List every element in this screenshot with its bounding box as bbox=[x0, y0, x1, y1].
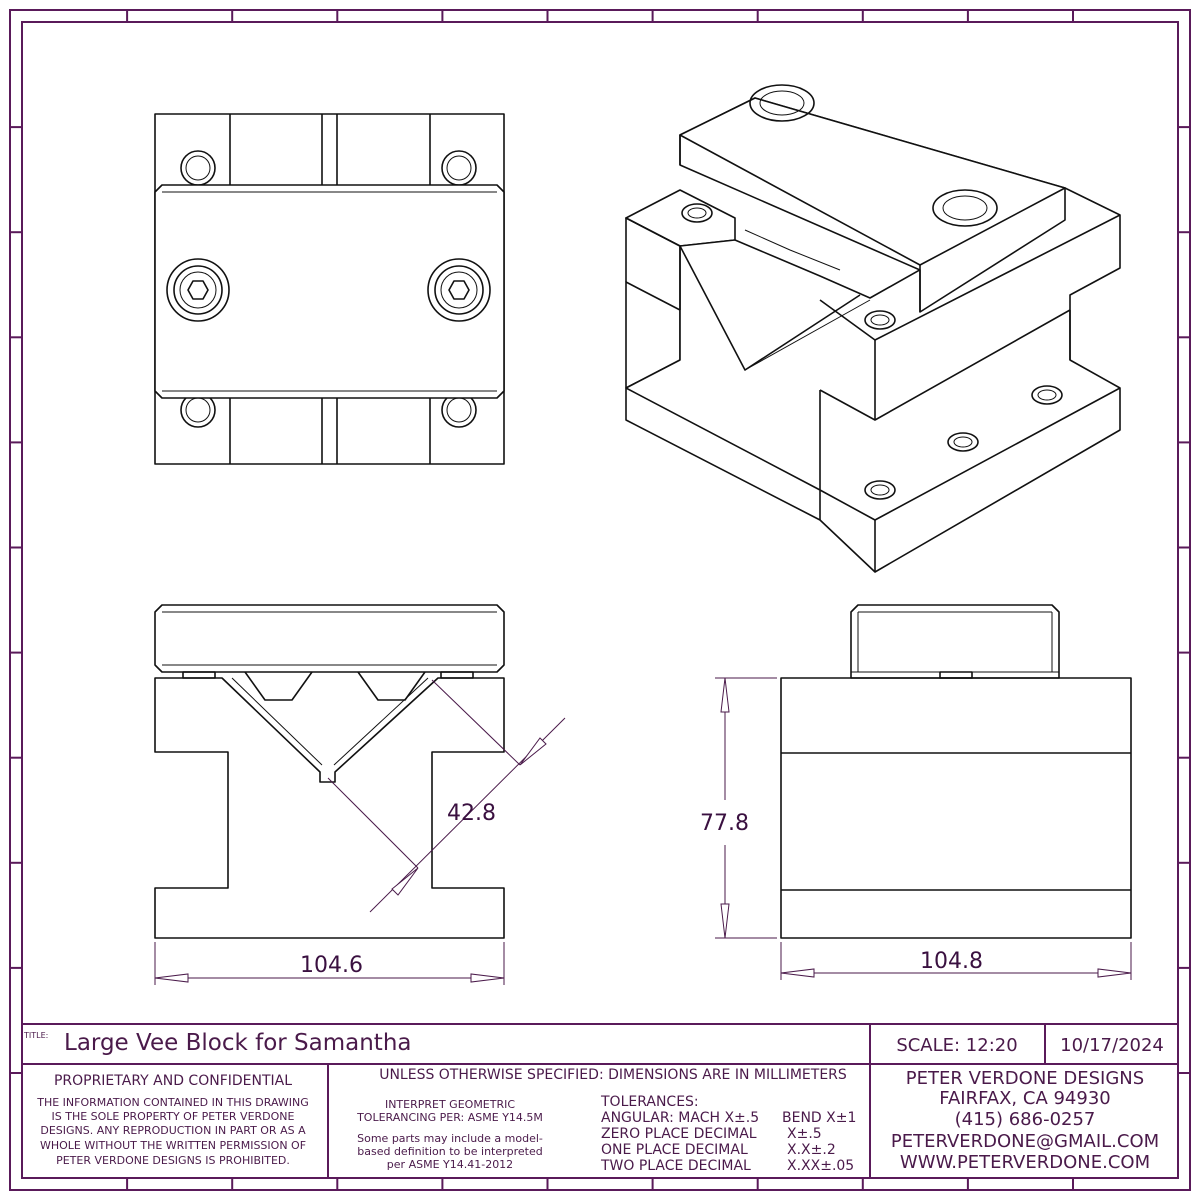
top-view bbox=[154, 113, 505, 465]
tolerance-value: X.XX±.05 bbox=[787, 1158, 854, 1174]
date: 10/17/2024 bbox=[1060, 1035, 1164, 1056]
tolerances-heading: TOLERANCES: bbox=[600, 1094, 699, 1110]
iso-screws bbox=[681, 84, 1063, 500]
model-note: based definition to be interpreted bbox=[357, 1145, 543, 1158]
dimension-side-width: 104.8 bbox=[920, 949, 983, 974]
model-note: Some parts may include a model- bbox=[357, 1132, 543, 1145]
tolerance-label: ONE PLACE DECIMAL bbox=[601, 1142, 748, 1158]
dimension-front-width: 104.6 bbox=[300, 953, 363, 978]
company-email[interactable]: PETERVERDONE@GMAIL.COM bbox=[891, 1131, 1159, 1152]
socket-screws bbox=[166, 258, 491, 322]
proprietary-line: WHOLE WITHOUT THE WRITTEN PERMISSION OF bbox=[40, 1139, 306, 1152]
units-note: UNLESS OTHERWISE SPECIFIED: DIMENSIONS A… bbox=[379, 1067, 847, 1083]
outer-border bbox=[9, 9, 1191, 1191]
tolerance-label: TWO PLACE DECIMAL bbox=[600, 1158, 751, 1174]
inner-border bbox=[21, 21, 1179, 1179]
tolerance-value: BEND X±1 bbox=[782, 1110, 856, 1126]
tolerance-value: X±.5 bbox=[787, 1126, 822, 1142]
zone-ticks bbox=[10, 10, 1190, 1190]
proprietary-line: IS THE SOLE PROPERTY OF PETER VERDONE bbox=[52, 1110, 295, 1123]
front-view: 42.8 104.6 bbox=[154, 604, 566, 985]
proprietary-heading: PROPRIETARY AND CONFIDENTIAL bbox=[54, 1073, 292, 1089]
company-website[interactable]: WWW.PETERVERDONE.COM bbox=[900, 1152, 1150, 1173]
company-phone: (415) 686-0257 bbox=[955, 1109, 1096, 1130]
company-address: FAIRFAX, CA 94930 bbox=[939, 1088, 1110, 1109]
title-block: TITLE: Large Vee Block for Samantha SCAL… bbox=[22, 1023, 1178, 1178]
tolerance-label: ANGULAR: MACH X±.5 bbox=[601, 1110, 759, 1126]
proprietary-line: DESIGNS. ANY REPRODUCTION IN PART OR AS … bbox=[40, 1124, 306, 1137]
dimension-vee-depth: 42.8 bbox=[447, 801, 496, 826]
company-name: PETER VERDONE DESIGNS bbox=[906, 1068, 1144, 1089]
proprietary-line: THE INFORMATION CONTAINED IN THIS DRAWIN… bbox=[36, 1096, 309, 1109]
interpret-note: INTERPRET GEOMETRIC bbox=[385, 1098, 515, 1111]
title-label: TITLE: bbox=[23, 1031, 48, 1040]
side-view: 77.8 104.8 bbox=[700, 604, 1132, 980]
model-note: per ASME Y14.41-2012 bbox=[387, 1158, 513, 1171]
proprietary-line: PETER VERDONE DESIGNS IS PROHIBITED. bbox=[56, 1154, 290, 1167]
isometric-view bbox=[625, 84, 1121, 573]
counterbore-holes bbox=[180, 150, 477, 428]
dimension-side-height: 77.8 bbox=[700, 811, 749, 836]
drawing-title: Large Vee Block for Samantha bbox=[64, 1030, 412, 1056]
interpret-note: TOLERANCING PER: ASME Y14.5M bbox=[356, 1111, 543, 1124]
tolerance-label: ZERO PLACE DECIMAL bbox=[601, 1126, 757, 1142]
scale: SCALE: 12:20 bbox=[896, 1035, 1017, 1056]
clamp-plate bbox=[154, 184, 505, 399]
tolerance-value: X.X±.2 bbox=[787, 1142, 836, 1158]
